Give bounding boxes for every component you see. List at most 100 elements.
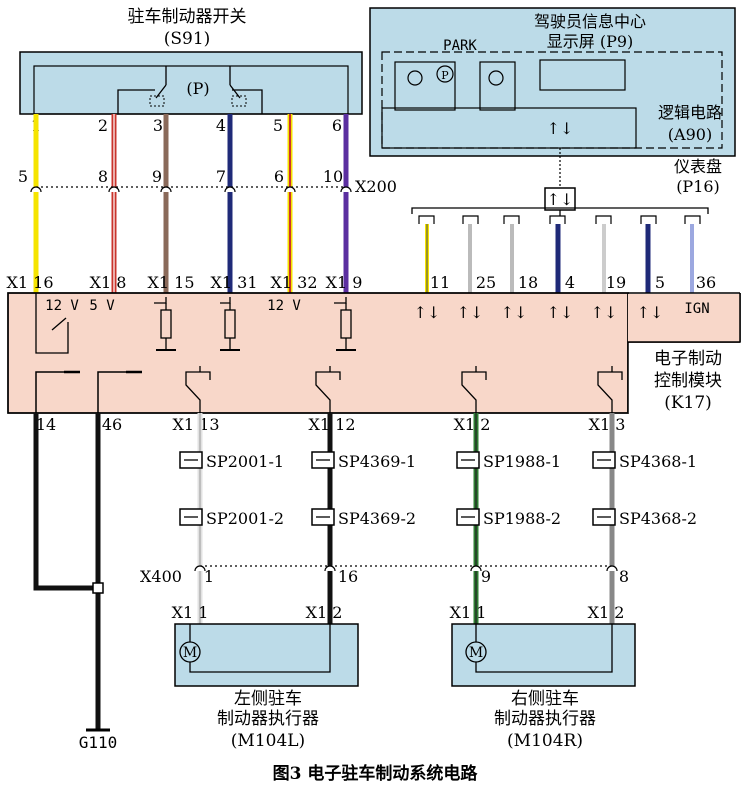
switch-code: (S91) — [164, 29, 211, 49]
module-pin-x1-3: X1 3 — [589, 415, 626, 434]
x200-pin-6: 6 — [274, 167, 284, 186]
logic-code: (A90) — [668, 125, 712, 144]
x400-label: X400 — [140, 567, 182, 586]
right-motor-label: M — [469, 645, 483, 661]
brake-control-module: 电子制动 控制模块 (K17) X1 16 X1 8 X1 15 X1 31 X… — [6, 273, 741, 434]
x200-label: X200 — [355, 177, 397, 196]
splice-sp4369-2: SP4369-2 — [338, 509, 416, 528]
module-pin-x1-8: X1 8 — [90, 273, 127, 292]
svg-text:↑↓: ↑↓ — [637, 303, 664, 322]
ground-wiring: G110 — [33, 413, 118, 752]
module-pin-x1-13: X1 13 — [172, 415, 219, 434]
splice-sp1988-1: SP1988-1 — [483, 452, 561, 471]
left-actuator: X1 1 X1 2 M 左侧驻车 制动器执行器 (M104L) — [172, 603, 359, 751]
right-actuator-label-3: (M104R) — [507, 731, 583, 751]
logic-title: 逻辑电路 — [658, 103, 722, 122]
right-actuator-label-2: 制动器执行器 — [494, 709, 596, 729]
switch-pin-3: 3 — [153, 116, 163, 135]
module-title-1: 电子制动 — [654, 349, 722, 369]
left-actuator-label-3: (M104L) — [231, 731, 305, 751]
bus-pin-11: 11 — [430, 273, 450, 292]
right-actuator-body — [451, 623, 636, 687]
right-actuator-label-1: 右侧驻车 — [511, 689, 579, 709]
park-brake-switch: 驻车制动器开关 (S91) (P) 1 2 3 4 5 6 — [19, 7, 363, 135]
v12-left: 12 V — [45, 298, 79, 314]
switch-body — [19, 51, 363, 115]
motor-drivers — [185, 366, 623, 413]
splices: SP2001-1 SP4369-1 SP1988-1 SP4368-1 SP20… — [179, 451, 697, 528]
splice-sp1988-2: SP1988-2 — [483, 509, 561, 528]
svg-text:P: P — [441, 69, 449, 82]
data-bus: ↑↓ — [411, 148, 709, 293]
bus-pin-36: 36 — [696, 273, 716, 292]
instrument-cluster: 驾驶员信息中心 显示屏 (P9) PARK P 逻辑电路 (A90) ↑↓ 仪表… — [369, 7, 736, 196]
connector-x400: X400 1 16 9 8 — [140, 565, 629, 586]
splice-sp2001-2: SP2001-2 — [206, 509, 284, 528]
left-actuator-pin-1: X1 1 — [172, 603, 209, 622]
left-actuator-label-2: 制动器执行器 — [217, 709, 319, 729]
svg-text:↑↓: ↑↓ — [501, 303, 528, 322]
switch-pin-4: 4 — [216, 116, 226, 135]
ign-label: IGN — [684, 301, 709, 317]
x400-pin-1: 1 — [204, 567, 214, 586]
x200-pin-10: 10 — [323, 167, 343, 186]
switch-contact-left — [117, 89, 155, 114]
module-title-2: 控制模块 — [654, 371, 722, 391]
svg-text:↑↓: ↑↓ — [547, 119, 574, 138]
switch-internal-frame — [33, 65, 349, 115]
ground-label: G110 — [79, 733, 118, 752]
switch-harness — [33, 114, 349, 293]
module-pin-x1-9: X1 9 — [326, 273, 363, 292]
dic-title: 驾驶员信息中心 — [534, 12, 646, 31]
brake-indicator — [394, 61, 456, 111]
x400-pin-8: 8 — [619, 567, 629, 586]
dic-code: 显示屏 (P9) — [547, 32, 634, 51]
right-actuator: X1 1 X1 2 M 右侧驻车 制动器执行器 (M104R) — [450, 603, 636, 751]
bus-pin-5: 5 — [655, 273, 665, 292]
connector-x200: 5 8 9 7 6 10 X200 — [18, 167, 397, 196]
panel-title: 仪表盘 — [674, 157, 722, 176]
bus-pin-18: 18 — [518, 273, 538, 292]
x200-pin-9: 9 — [152, 167, 162, 186]
x200-pin-8: 8 — [98, 167, 108, 186]
svg-text:↑↓: ↑↓ — [457, 303, 484, 322]
v5-label: 5 V — [89, 298, 115, 314]
bus-pin-19: 19 — [606, 273, 626, 292]
cluster-body — [369, 7, 736, 157]
switch-contact-right — [232, 89, 263, 114]
splice-sp4368-1: SP4368-1 — [619, 452, 697, 471]
v12-right: 12 V — [267, 298, 301, 314]
ground-pin-46: 46 — [102, 415, 122, 434]
module-pin-x1-15: X1 15 — [147, 273, 194, 292]
splice-sp4368-2: SP4368-2 — [619, 509, 697, 528]
park-indicator — [479, 61, 516, 111]
left-actuator-label-1: 左侧驻车 — [234, 689, 302, 709]
module-code: (K17) — [664, 393, 712, 413]
ground-transistors — [35, 370, 142, 413]
svg-text:↑↓: ↑↓ — [547, 303, 574, 322]
logic-circuit-box — [381, 107, 637, 149]
park-label: PARK — [443, 38, 477, 54]
module-pin-x1-31: X1 31 — [210, 273, 257, 292]
panel-code: (P16) — [676, 177, 720, 196]
module-pin-x1-2: X1 2 — [454, 415, 491, 434]
right-actuator-pin-1: X1 1 — [450, 603, 487, 622]
left-motor-label: M — [183, 645, 197, 661]
x200-pin-5: 5 — [18, 167, 28, 186]
splice-sp2001-1: SP2001-1 — [206, 452, 284, 471]
module-pin-x1-16: X1 16 — [6, 273, 53, 292]
splice-sp4369-1: SP4369-1 — [338, 452, 416, 471]
x400-pin-16: 16 — [338, 567, 358, 586]
x400-pin-9: 9 — [481, 567, 491, 586]
svg-text:↑↓: ↑↓ — [591, 303, 618, 322]
right-actuator-pin-2: X1 2 — [588, 603, 625, 622]
input-resistors — [154, 297, 356, 351]
left-actuator-pin-2: X1 2 — [306, 603, 343, 622]
p-warning-icon — [436, 65, 454, 83]
bus-pin-25: 25 — [476, 273, 496, 292]
switch-title: 驻车制动器开关 — [128, 7, 247, 27]
left-actuator-body — [174, 623, 359, 687]
switch-pin-6: 6 — [332, 116, 342, 135]
